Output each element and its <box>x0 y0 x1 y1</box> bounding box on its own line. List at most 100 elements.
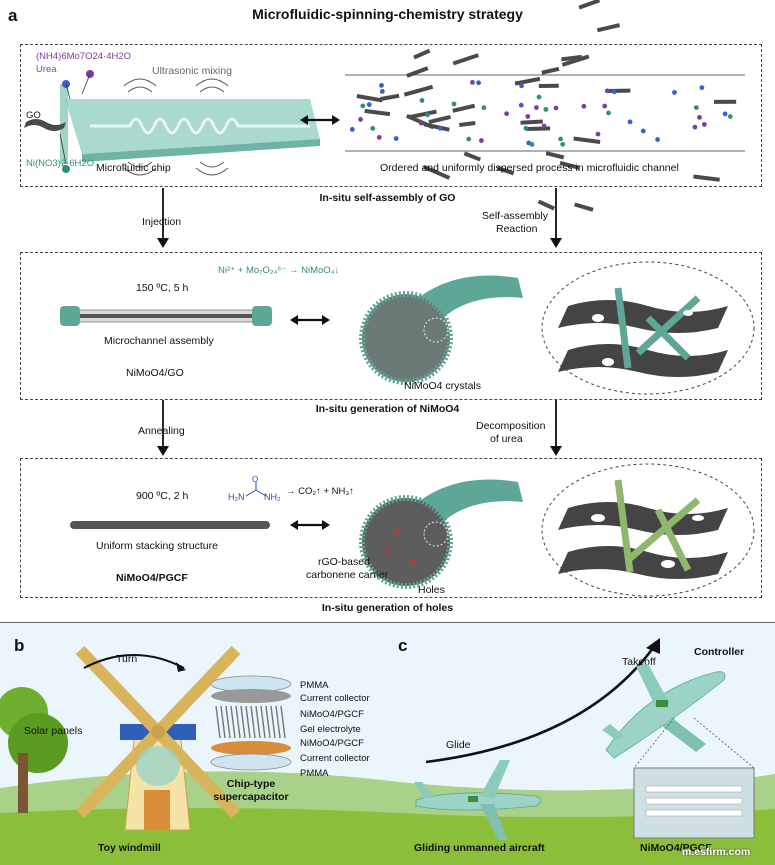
go-flake <box>574 202 594 212</box>
reagent-dot <box>519 83 524 89</box>
double-arrow-3 <box>290 520 330 530</box>
cap-fiber-line <box>280 705 286 739</box>
reagent-dot <box>693 105 699 111</box>
go-flake <box>561 54 590 67</box>
holes-label: Holes <box>418 584 445 596</box>
uniform-fiber-graphic <box>70 521 270 529</box>
go-flake <box>573 136 601 144</box>
microfluidic-chip-graphic <box>24 70 320 176</box>
gliding-aircraft-caption: Gliding unmanned aircraft <box>414 842 545 854</box>
reagent-dot <box>358 117 363 122</box>
panel-a-letter: a <box>8 6 18 25</box>
reagent-dot <box>604 88 610 94</box>
carrier-label-1: rGO-based <box>318 556 370 568</box>
stage3-urea-eq: → CO₂↑ + NH₃↑ <box>286 486 354 497</box>
go-flake <box>408 109 437 120</box>
dispersed-label: Ordered and uniformly dispersed process … <box>380 162 679 174</box>
annealing-label: Annealing <box>138 425 185 437</box>
cap-fiber-line <box>235 705 241 739</box>
zoom-pgcf-graphic <box>541 463 755 597</box>
reaction-label: Reaction <box>496 223 538 235</box>
reagent-dot <box>655 137 661 142</box>
turn-arrow <box>83 654 186 672</box>
cap-fiber-line <box>250 705 256 739</box>
reagent-dot <box>727 114 733 119</box>
fiber-nimoo4-graphic <box>359 275 523 385</box>
reagent-go-label: GO <box>26 110 41 121</box>
arrow-self-assembly <box>550 188 562 248</box>
reagent-dot <box>558 136 564 142</box>
go-flake <box>428 114 452 125</box>
reagent-dot <box>560 141 566 147</box>
of-urea-label: of urea <box>490 433 523 445</box>
go-flake <box>714 99 737 104</box>
chip-type-label-1: Chip-type <box>226 778 276 790</box>
panel-b-letter: b <box>14 636 25 655</box>
go-flake <box>578 0 601 10</box>
reagent-dot <box>418 120 424 126</box>
go-flake <box>452 103 476 113</box>
reagent-dot <box>640 128 646 134</box>
reagent-dot <box>437 125 443 131</box>
go-flake <box>413 48 431 60</box>
go-flake <box>514 76 541 86</box>
stage3-condition: 900 ºC, 2 h <box>136 490 189 502</box>
cap-fiber-line <box>230 705 236 739</box>
turn-label: Turn <box>116 653 138 665</box>
reagent-dot <box>470 79 475 85</box>
cap-fiber-line <box>255 705 261 739</box>
reagent-dot <box>466 136 472 142</box>
reagent-dot <box>504 111 509 117</box>
toy-windmill-caption: Toy windmill <box>98 842 161 854</box>
supercapacitor-stack <box>210 675 292 771</box>
panel-c-letter: c <box>398 636 408 655</box>
arrow-injection <box>157 188 169 248</box>
urea-molecule-icon: H₂N O NH₂ <box>228 475 281 502</box>
microchannel-graphic <box>60 306 272 326</box>
device-caption: NiMoO4/PGCF <box>640 842 712 854</box>
go-flake <box>463 151 482 162</box>
stage1-caption: In-situ self-assembly of GO <box>319 192 456 204</box>
panel-a-title: Microfluidic-spinning-chemistry strategy <box>252 6 523 22</box>
go-flake <box>422 164 451 180</box>
reagent-dot <box>518 102 524 108</box>
solar-panels-label: Solar panels <box>24 725 83 737</box>
go-flake <box>364 108 391 117</box>
self-assembly-label: Self-assembly <box>482 210 548 222</box>
aircraft-takeoff <box>602 664 726 759</box>
go-flake <box>423 122 450 132</box>
go-flake <box>693 174 720 182</box>
windmill-graphic <box>75 645 241 831</box>
cap-fiber-line <box>240 705 246 739</box>
reagent-urea-label: Urea <box>36 64 57 75</box>
reagent-dot <box>602 103 608 109</box>
go-flake <box>520 119 543 125</box>
stage3-product: NiMoO4/PGCF <box>116 572 188 584</box>
svg-text:NH₂: NH₂ <box>264 492 281 502</box>
reagent-dot <box>529 141 535 147</box>
reagent-dot <box>543 107 549 112</box>
device-photo <box>633 767 755 839</box>
double-arrow-2 <box>290 315 330 325</box>
zoom-lines-device <box>633 717 755 769</box>
aircraft-gliding <box>414 760 542 840</box>
watermark: m.esfirm.com <box>682 846 751 858</box>
panel-divider <box>0 622 775 623</box>
double-arrow-1 <box>300 115 340 125</box>
carrier-label-2: carbonene carrier <box>306 569 389 581</box>
go-flake <box>559 160 580 170</box>
go-flake <box>561 54 583 62</box>
reagent-dot <box>701 121 707 127</box>
decomposition-label: Decomposition <box>476 420 546 432</box>
reagent-dot <box>699 85 705 91</box>
cap-fiber-line <box>265 705 271 739</box>
reagent-dot <box>393 136 399 141</box>
microfluidic-chip-label: Microfluidic chip <box>96 162 171 174</box>
stage2-box <box>20 252 762 400</box>
go-flake <box>541 66 560 75</box>
go-flake <box>496 166 515 176</box>
reagent-dot <box>376 134 382 140</box>
reagent-molybdate-label: (NH4)6Mo7O24·4H2O <box>36 51 132 62</box>
reagent-dot <box>379 89 385 94</box>
cap-layer-5: Current collector <box>300 753 370 764</box>
